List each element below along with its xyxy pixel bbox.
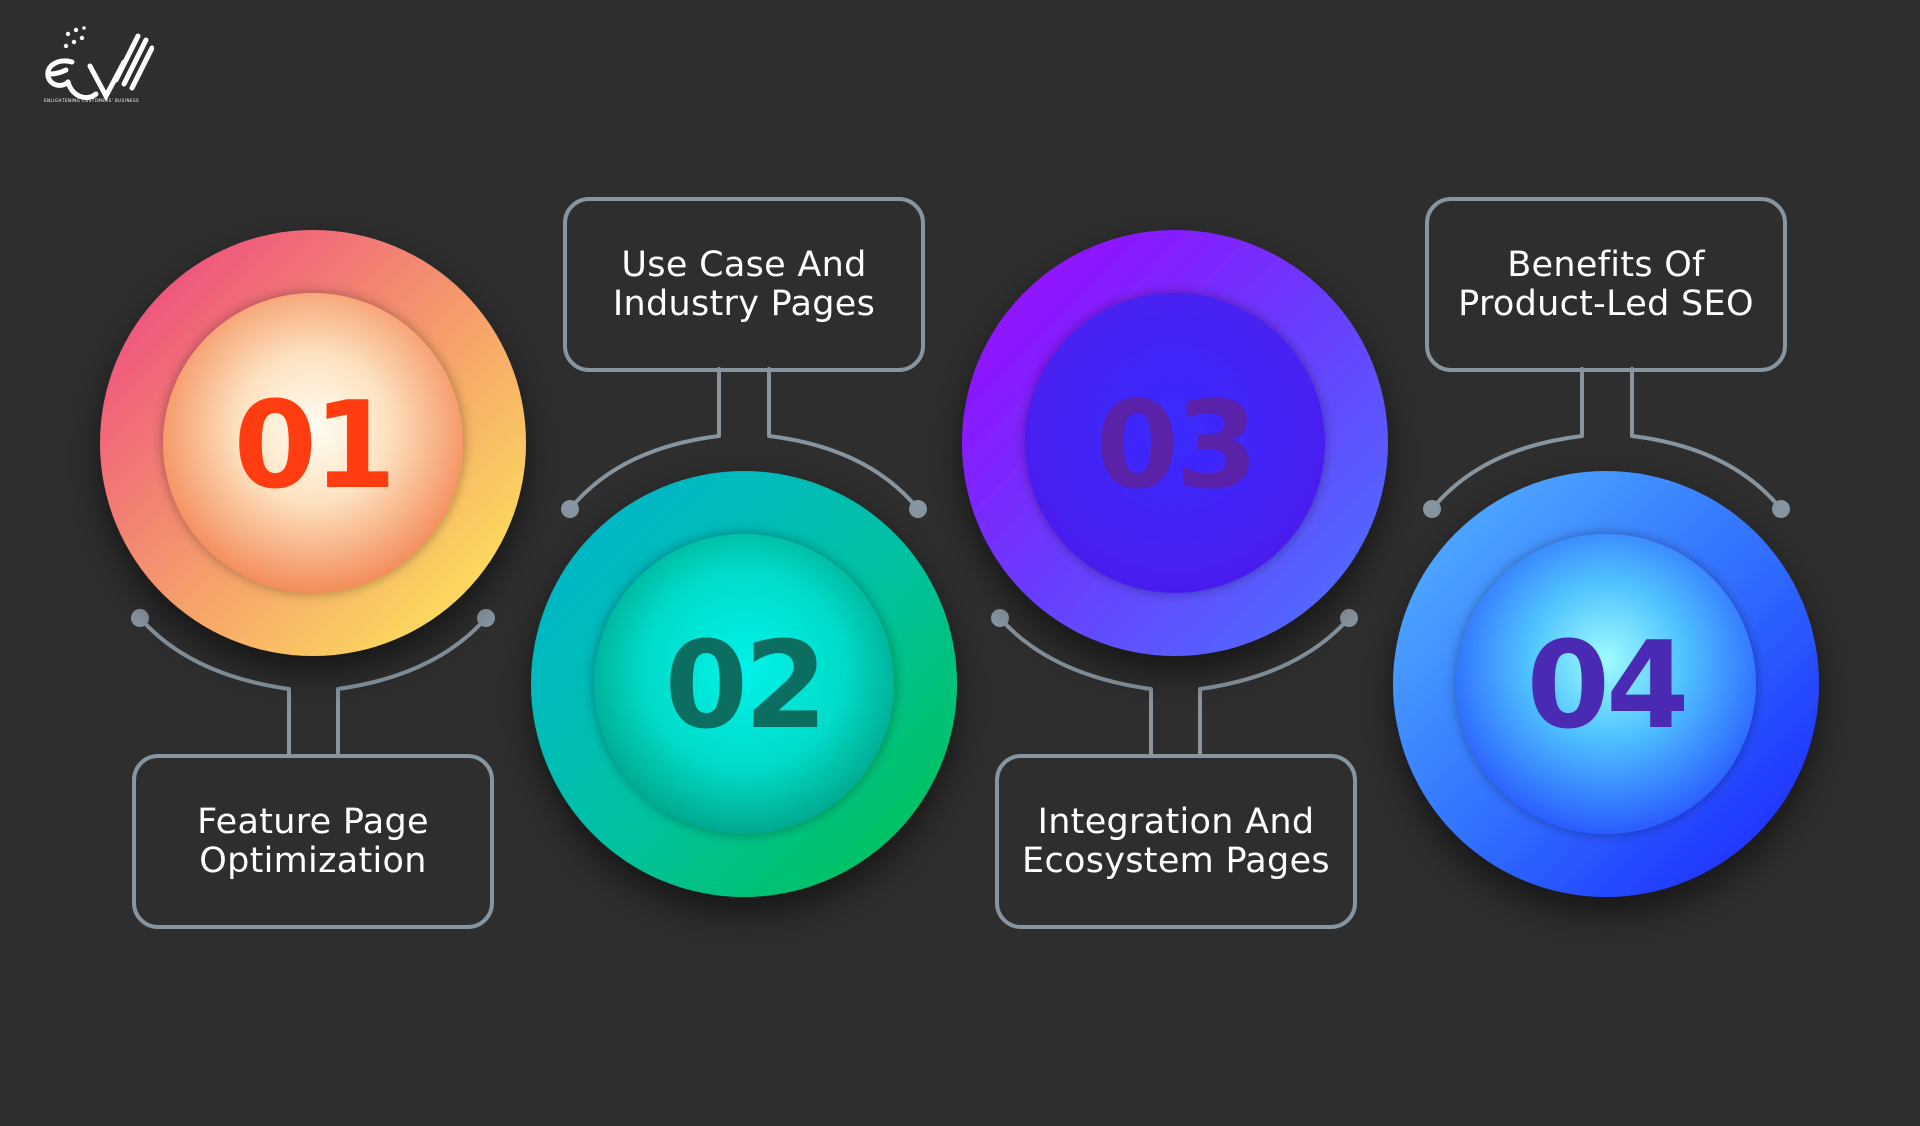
step-label-04: Benefits Of Product-Led SEO xyxy=(1427,199,1785,370)
step-label-01-line2: Optimization xyxy=(199,840,427,881)
step-circle-03: 03 xyxy=(962,230,1388,656)
connector-dot xyxy=(131,609,149,627)
step-circle-04: 04 xyxy=(1393,471,1819,897)
label-box-01 xyxy=(132,754,494,929)
step-circle-01: 01 xyxy=(100,230,526,656)
connector-dot xyxy=(1423,500,1441,518)
brand-logo xyxy=(45,26,154,102)
logo-tagline: ENLIGHTENING CUSTOMERS' BUSINESS xyxy=(44,98,140,103)
label-box-03 xyxy=(995,754,1357,929)
step-label-03-line2: Ecosystem Pages xyxy=(1022,840,1330,881)
connector-dot xyxy=(561,500,579,518)
connector-dot xyxy=(991,609,1009,627)
connector-dot xyxy=(1772,500,1790,518)
step-label-01: Feature Page Optimization xyxy=(134,756,492,927)
step-label-02-line2: Industry Pages xyxy=(612,283,876,324)
step-label-03-line1: Integration And xyxy=(1037,801,1315,842)
step-circle-02: 02 xyxy=(531,471,957,897)
connector-dot xyxy=(909,500,927,518)
step-label-04-line1: Benefits Of xyxy=(1507,244,1705,285)
connector-02 xyxy=(568,367,920,511)
label-box-02 xyxy=(563,197,925,372)
step-label-04-line2: Product-Led SEO xyxy=(1458,283,1754,324)
step-label-01-line1: Feature Page xyxy=(197,801,429,842)
connector-03 xyxy=(998,616,1351,758)
step-number-04: 04 xyxy=(1527,617,1686,756)
step-label-02: Use Case And Industry Pages xyxy=(565,199,923,370)
step-number-03: 03 xyxy=(1096,377,1255,516)
connector-01 xyxy=(138,616,488,758)
connector-04 xyxy=(1430,367,1783,511)
step-label-03: Integration And Ecosystem Pages xyxy=(997,756,1355,927)
step-number-01: 01 xyxy=(234,377,393,516)
step-label-02-line1: Use Case And xyxy=(621,244,867,285)
step-number-02: 02 xyxy=(665,617,824,756)
connector-dot xyxy=(1340,609,1358,627)
connector-dot xyxy=(477,609,495,627)
label-box-04 xyxy=(1425,197,1787,372)
